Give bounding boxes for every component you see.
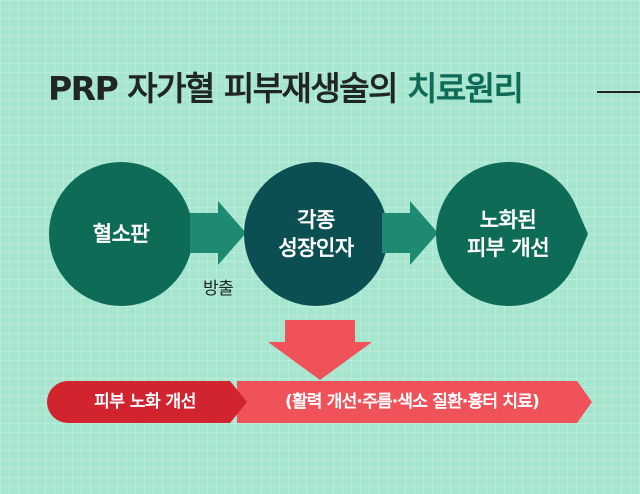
node-growth-factors-line2: 성장인자 bbox=[278, 236, 354, 260]
node-skin-improvement-shape bbox=[436, 162, 588, 306]
node-skin-improvement-line2: 피부 개선 bbox=[466, 236, 550, 260]
result-right-label: (활력 개선·주름·색소 질환·흉터 치료) bbox=[284, 392, 540, 412]
down-arrow bbox=[268, 320, 372, 380]
node-skin-improvement-line1: 노화된 bbox=[479, 208, 537, 232]
node-growth-factors-circle bbox=[244, 162, 388, 306]
title-divider bbox=[597, 91, 640, 93]
node-growth-factors-line1: 각종 bbox=[297, 208, 335, 232]
result-left-label: 피부 노화 개선 bbox=[94, 392, 196, 412]
node-skin-improvement: 노화된 피부 개선 bbox=[436, 162, 588, 306]
node-growth-factors: 각종 성장인자 bbox=[244, 162, 388, 306]
title-accent: 치료원리 bbox=[407, 69, 524, 108]
node-platelet: 혈소판 bbox=[49, 162, 193, 306]
release-label: 방출 bbox=[203, 279, 234, 299]
page-title: PRP 자가혈 피부재생술의 치료원리 bbox=[48, 64, 524, 114]
node-platelet-label: 혈소판 bbox=[92, 222, 150, 246]
title-main: PRP 자가혈 피부재생술의 bbox=[48, 69, 407, 108]
flow-arrow-1 bbox=[190, 201, 246, 265]
flow-arrow-2 bbox=[382, 201, 438, 265]
node-platelet-circle bbox=[49, 162, 193, 306]
result-bar bbox=[47, 381, 592, 423]
